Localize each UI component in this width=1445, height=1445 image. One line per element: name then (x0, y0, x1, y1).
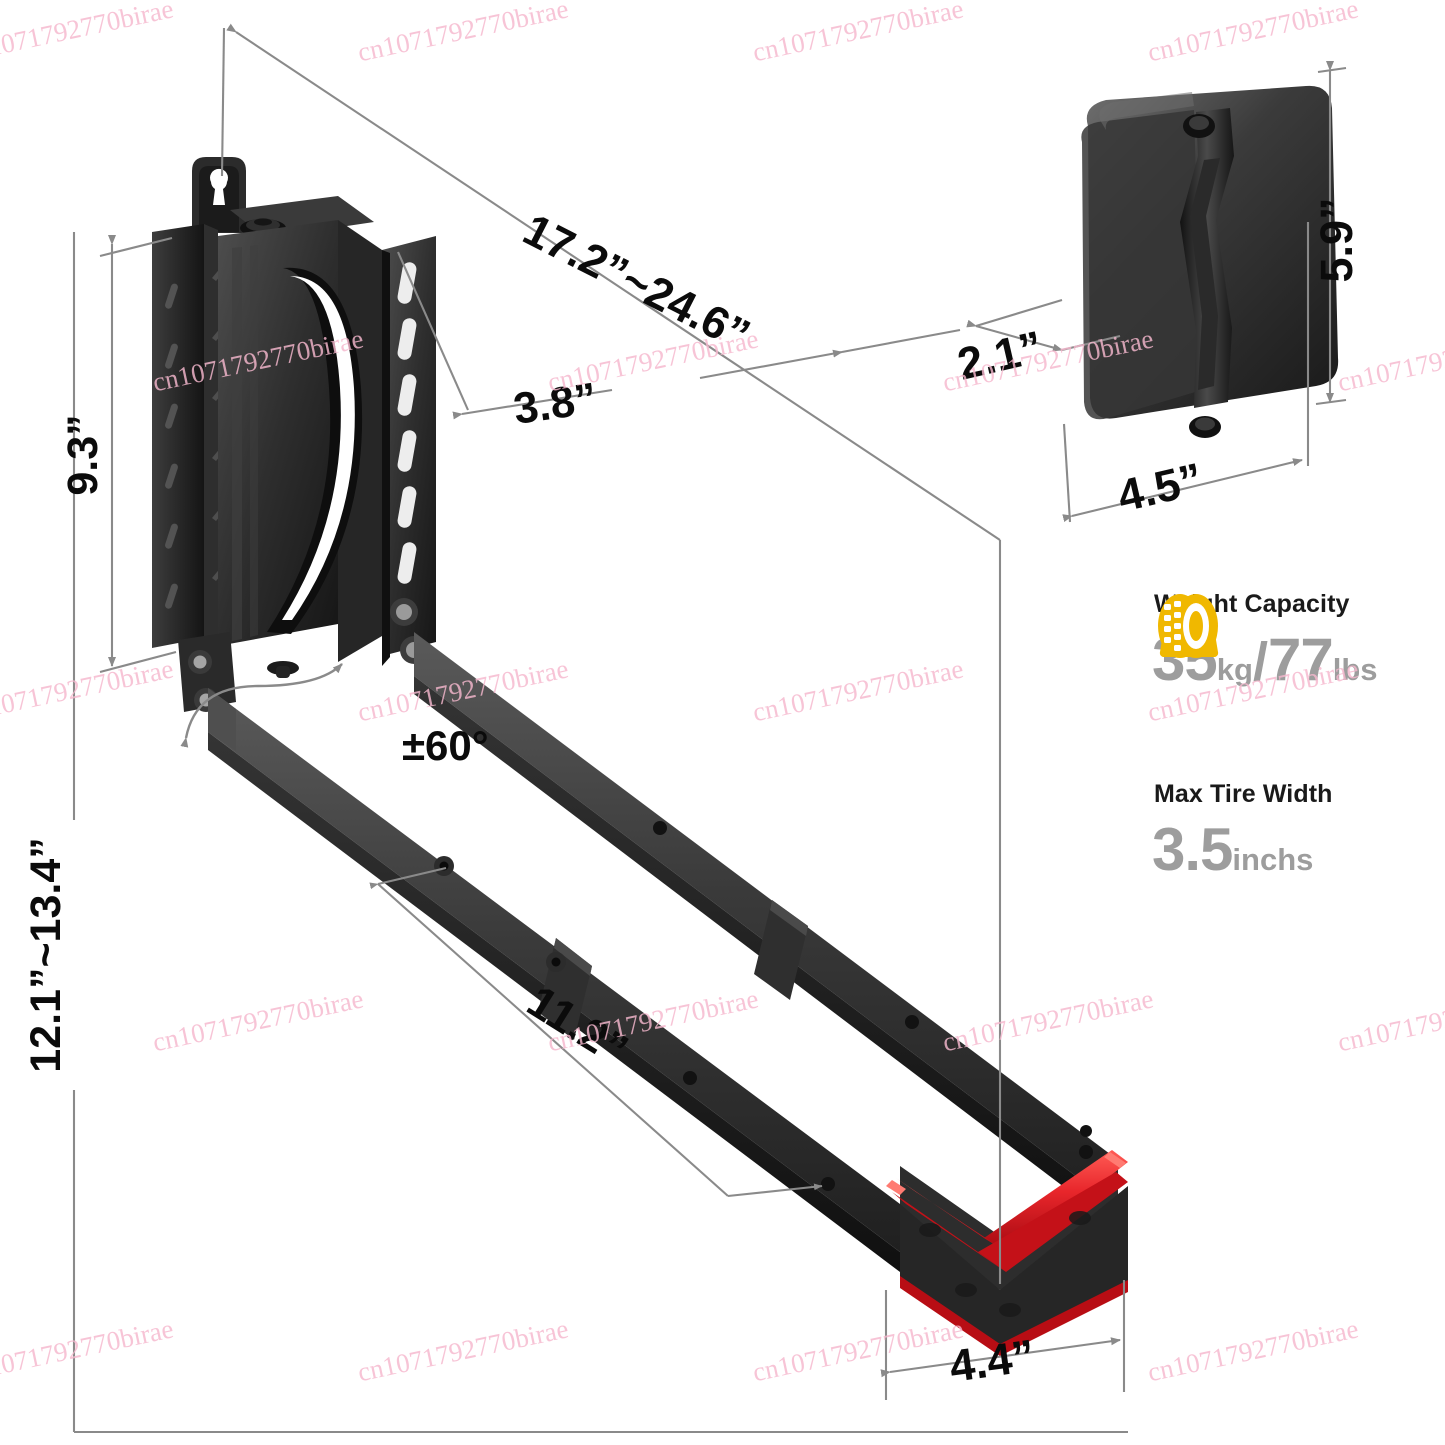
dim-line-38-left (452, 388, 613, 420)
swivel-angle-arc (180, 663, 343, 748)
v-hook-end (886, 1125, 1128, 1356)
ext-45-left (1062, 423, 1072, 523)
slotted-rail-left (152, 224, 226, 648)
mount-head-assembly (152, 157, 436, 712)
ext-line-93-bottom (99, 650, 177, 674)
dim-line-112 (377, 883, 729, 1197)
dim-label-total-drop: 12.1”~13.4” (22, 837, 70, 1073)
dim-label-swivel-angle: ±60° (402, 722, 489, 769)
ext-21-b (1061, 334, 1121, 352)
inset-label-width: 4.5” (1113, 453, 1207, 522)
keyhole-tab (192, 157, 246, 233)
spec-max-tire-width: Max Tire Width 3.5inchs (1150, 594, 1440, 884)
dim-label-hook-width: 4.4” (946, 1330, 1037, 1392)
spec-panel: Weight Capacity 35kg/77lbs (1150, 590, 1440, 970)
spec-title-tire: Max Tire Width (1154, 780, 1333, 808)
weight-separator: / (1252, 632, 1268, 692)
ext-line-172-top (220, 27, 226, 177)
spec-weight-capacity: Weight Capacity 35kg/77lbs (1150, 590, 1440, 694)
dim-line-21 (966, 319, 1063, 352)
head-center-body (218, 220, 382, 662)
dim-label-arm-reach: 17.2”~24.6” (515, 203, 758, 360)
inset-dimension-lines (966, 61, 1347, 523)
dim-label-head-height: 9.3” (59, 414, 107, 495)
slotted-rail-right (382, 236, 436, 666)
leader-38-a (397, 251, 469, 411)
wall-plate-inset (1081, 85, 1339, 438)
dim-line-44 (880, 1337, 1121, 1378)
weight-kg-unit: kg (1216, 652, 1253, 687)
tire-icon (1158, 594, 1218, 658)
ext-59-top (1317, 66, 1347, 74)
weight-lbs-value: 77 (1267, 626, 1334, 693)
telescoping-arm-front (208, 688, 900, 1272)
telescoping-arm-rear (414, 632, 1118, 1228)
dim-line-172 (226, 23, 1001, 541)
inset-label-depth: 2.1” (953, 321, 1047, 390)
ext-59-bottom (1315, 398, 1347, 406)
weight-lbs-unit: lbs (1332, 652, 1378, 687)
dim-line-38-right (699, 349, 843, 380)
spec-value-tire: 3.5inchs (1152, 815, 1440, 884)
leader-112-top (369, 866, 447, 890)
ext-21-a (975, 298, 1063, 328)
leader-112-bottom (727, 1183, 823, 1198)
dimension-lines (72, 23, 1128, 1434)
dim-label-head-depth: 3.8” (511, 374, 600, 434)
dim-line-45 (1062, 458, 1303, 523)
tire-width-value: 3.5 (1152, 816, 1233, 883)
leader-38-b (841, 328, 961, 354)
spec-value-weight: 35kg/77lbs (1152, 625, 1440, 694)
tire-width-unit: inchs (1232, 842, 1314, 877)
inset-label-height: 5.9” (1311, 197, 1362, 282)
